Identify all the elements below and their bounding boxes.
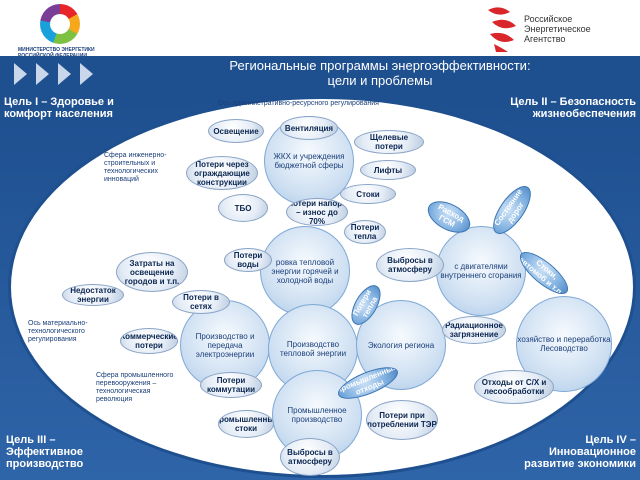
chevron-right-icon xyxy=(36,63,49,85)
commercial-losses-pill: Коммерческие потери xyxy=(120,328,178,354)
lighting-costs-pill: Затраты на освещение городов и т.п. xyxy=(116,252,188,292)
page-title: Региональные программы энергоэффективнос… xyxy=(120,58,640,88)
ministry-logo: МИНИСТЕРСТВО ЭНЕРГЕТИКИ РОССИЙСКОЙ ФЕДЕР… xyxy=(18,4,108,62)
solid-waste-pill: ТБО xyxy=(218,194,268,222)
fer-losses-pill: Потери при потреблении ТЭР xyxy=(366,400,438,440)
goal-3-label: Цель III – Эффективное производство xyxy=(6,434,84,470)
shortage-pill: Недостаток энергии xyxy=(62,284,124,306)
emissions-pill-1: Выбросы в атмосферу xyxy=(376,248,444,282)
emissions-pill-2: Выбросы в атмосферу xyxy=(280,438,340,476)
engineering-sphere-label: Сфера инженерно-строительных и технологи… xyxy=(104,152,167,183)
heat-losses-pill-1: Потери тепла xyxy=(344,220,386,244)
wood-waste-pill: Отходы от С/Х и лесообработки xyxy=(474,370,554,404)
transport-bubble: с двигателями внутреннего сгорания xyxy=(436,226,526,316)
generation-bubble: ровка тепловой энергии горячей и холодно… xyxy=(260,226,350,316)
material-axis-label: Ось материально-технологического регулир… xyxy=(28,320,88,343)
industrial-sphere-label: Сфера промышленного перевооружения – тех… xyxy=(96,372,174,403)
enclosures-pill: Потери через ограждающие конструкции xyxy=(186,156,258,190)
chevron-right-icon xyxy=(80,63,93,85)
goal-1-label: Цель I – Здоровье и комфорт населения xyxy=(4,96,114,120)
agency-logo: Российское Энергетическое Агентство xyxy=(480,2,640,58)
pressure-losses-pill: Потери напора – износ до 70% xyxy=(286,198,348,226)
page-title-line1: Региональные программы энергоэффективнос… xyxy=(229,58,531,73)
header xyxy=(0,0,640,56)
chevron-right-icon xyxy=(14,63,27,85)
elevators-pill: Лифты xyxy=(360,160,416,180)
network-losses-pill: Потери в сетях xyxy=(172,290,230,314)
agency-logo-text: Российское Энергетическое Агентство xyxy=(524,14,591,44)
admin-axis-label: Ось административно-ресурсного регулиров… xyxy=(218,100,379,107)
ventilation-pill: Вентиляция xyxy=(280,116,338,140)
title-bar xyxy=(0,56,640,92)
lighting-pill: Освещение xyxy=(208,119,264,143)
water-losses-pill: Потери воды xyxy=(224,248,272,272)
radiation-pill: Радиационное загрязнение xyxy=(442,316,506,344)
ministry-logo-icon xyxy=(40,4,80,44)
slot-losses-pill: Щелевые потери xyxy=(354,130,424,154)
page-title-line2: цели и проблемы xyxy=(327,73,433,88)
goal-2-label: Цель II – Безопасность жизнеобеспечения xyxy=(510,96,636,120)
switching-losses-pill: Потери коммутации xyxy=(200,372,262,398)
chevron-right-icon xyxy=(58,63,71,85)
drains-pill: Стоки xyxy=(340,184,396,204)
goal-4-label: Цель IV – Инновационное развитие экономи… xyxy=(524,434,636,470)
industrial-drains-pill: Промышленные стоки xyxy=(218,410,274,438)
agency-logo-icon xyxy=(488,7,516,52)
